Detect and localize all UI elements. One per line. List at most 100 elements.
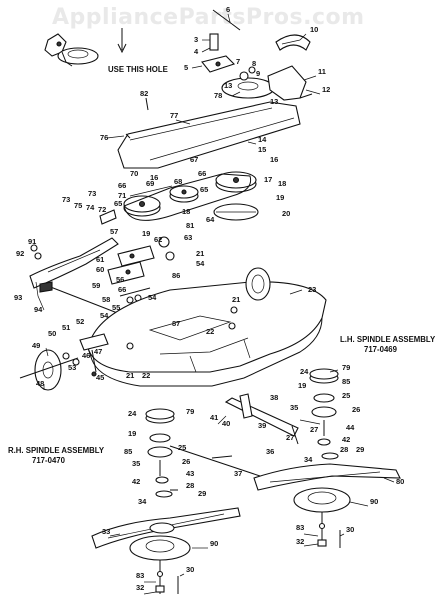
callout-number: 82 <box>140 89 148 98</box>
callout-number: 30 <box>186 565 194 574</box>
callout-number: 44 <box>346 423 355 432</box>
callout-number: 29 <box>356 445 364 454</box>
callout-number: 26 <box>352 405 360 414</box>
callout-number: 13 <box>270 97 278 106</box>
callout-labels: 6 10 3 4 5 7 8 9 11 12 13 78 13 82 77 76… <box>14 5 404 592</box>
callout-number: 12 <box>322 85 330 94</box>
use-hole-note: USE THIS HOLE <box>108 65 168 74</box>
callout-number: 25 <box>342 391 350 400</box>
watermark-text: AppliancePartsPros.com <box>52 5 365 30</box>
callout-number: 7 <box>236 57 240 66</box>
callout-number: 20 <box>282 209 290 218</box>
callout-number: 54 <box>148 293 157 302</box>
callout-number: 63 <box>184 233 192 242</box>
callout-number: 52 <box>76 317 84 326</box>
lh-spindle-stack <box>309 368 339 460</box>
callout-number: 29 <box>198 489 206 498</box>
callout-number: 75 <box>74 201 82 210</box>
callout-number: 47 <box>94 347 102 356</box>
callout-number: 21 <box>232 295 240 304</box>
left-blade-assembly <box>29 237 121 315</box>
callout-number: 66 <box>118 285 126 294</box>
callout-number: 24 <box>128 409 137 418</box>
callout-number: 54 <box>100 311 109 320</box>
callout-number: 85 <box>124 447 132 456</box>
callout-number: 9 <box>256 69 260 78</box>
callout-number: 94 <box>34 305 43 314</box>
pulley-belt-assembly <box>99 171 259 225</box>
callout-number: 27 <box>286 433 294 442</box>
callout-number: 32 <box>296 537 304 546</box>
callout-number: 90 <box>370 497 378 506</box>
callout-number: 92 <box>16 249 24 258</box>
callout-number: 17 <box>264 175 272 184</box>
callout-number: 19 <box>276 193 284 202</box>
callout-number: 10 <box>310 25 318 34</box>
callout-number: 34 <box>304 455 313 464</box>
callout-number: 78 <box>214 91 222 100</box>
callout-number: 65 <box>114 199 122 208</box>
callout-number: 81 <box>186 221 194 230</box>
callout-number: 66 <box>198 169 206 178</box>
callout-number: 32 <box>136 583 144 592</box>
callout-number: 18 <box>182 207 190 216</box>
callout-number: 65 <box>200 185 208 194</box>
callout-number: 53 <box>68 363 76 372</box>
callout-number: 33 <box>102 527 110 536</box>
rh-spindle-stack <box>145 408 178 498</box>
callout-number: 16 <box>150 173 158 182</box>
callout-number: 35 <box>132 459 140 468</box>
callout-number: 71 <box>118 191 126 200</box>
leader-lines <box>35 13 395 595</box>
callout-number: 3 <box>194 35 198 44</box>
top-bracket-parts <box>201 9 313 101</box>
callout-number: 30 <box>346 525 354 534</box>
callout-number: 42 <box>132 477 140 486</box>
callout-number: 93 <box>14 293 22 302</box>
callout-number: 68 <box>174 177 182 186</box>
callout-number: 70 <box>130 169 138 178</box>
rh-blade-and-adapter <box>91 507 241 594</box>
rh-spindle-number: 717-0470 <box>32 456 66 465</box>
callout-number: 14 <box>258 135 267 144</box>
callout-number: 69 <box>146 179 154 188</box>
callout-number: 24 <box>300 367 309 376</box>
gauge-wheel-assembly <box>19 333 109 391</box>
callout-number: 28 <box>340 445 348 454</box>
callout-number: 91 <box>28 237 36 246</box>
callout-number: 35 <box>290 403 298 412</box>
callout-number: 72 <box>98 205 106 214</box>
callout-number: 34 <box>138 497 147 506</box>
callout-number: 13 <box>224 81 232 90</box>
callout-number: 27 <box>310 425 318 434</box>
callout-number: 39 <box>258 421 266 430</box>
callout-number: 55 <box>112 303 120 312</box>
callout-number: 74 <box>86 203 95 212</box>
hole-bracket-detail <box>44 28 127 67</box>
callout-number: 73 <box>62 195 70 204</box>
callout-number: 23 <box>308 285 316 294</box>
deck-link-arm <box>169 393 299 477</box>
callout-number: 85 <box>342 377 350 386</box>
callout-number: 19 <box>298 381 306 390</box>
callout-number: 5 <box>184 63 188 72</box>
callout-number: 77 <box>170 111 178 120</box>
lh-spindle-number: 717-0469 <box>364 345 398 354</box>
callout-number: 37 <box>234 469 242 478</box>
callout-number: 26 <box>182 457 190 466</box>
callout-number: 42 <box>342 435 350 444</box>
callout-number: 54 <box>196 259 205 268</box>
callout-number: 11 <box>318 67 326 76</box>
callout-number: 25 <box>178 443 186 452</box>
rh-spindle-title: R.H. SPINDLE ASSEMBLY <box>8 446 105 455</box>
callout-number: 40 <box>222 419 230 428</box>
callout-number: 48 <box>36 379 44 388</box>
callout-number: 43 <box>186 469 194 478</box>
callout-number: 4 <box>194 47 199 56</box>
callout-number: 76 <box>100 133 108 142</box>
callout-number: 60 <box>96 265 104 274</box>
callout-number: 22 <box>142 371 150 380</box>
callout-number: 15 <box>258 145 266 154</box>
callout-number: 50 <box>48 329 56 338</box>
